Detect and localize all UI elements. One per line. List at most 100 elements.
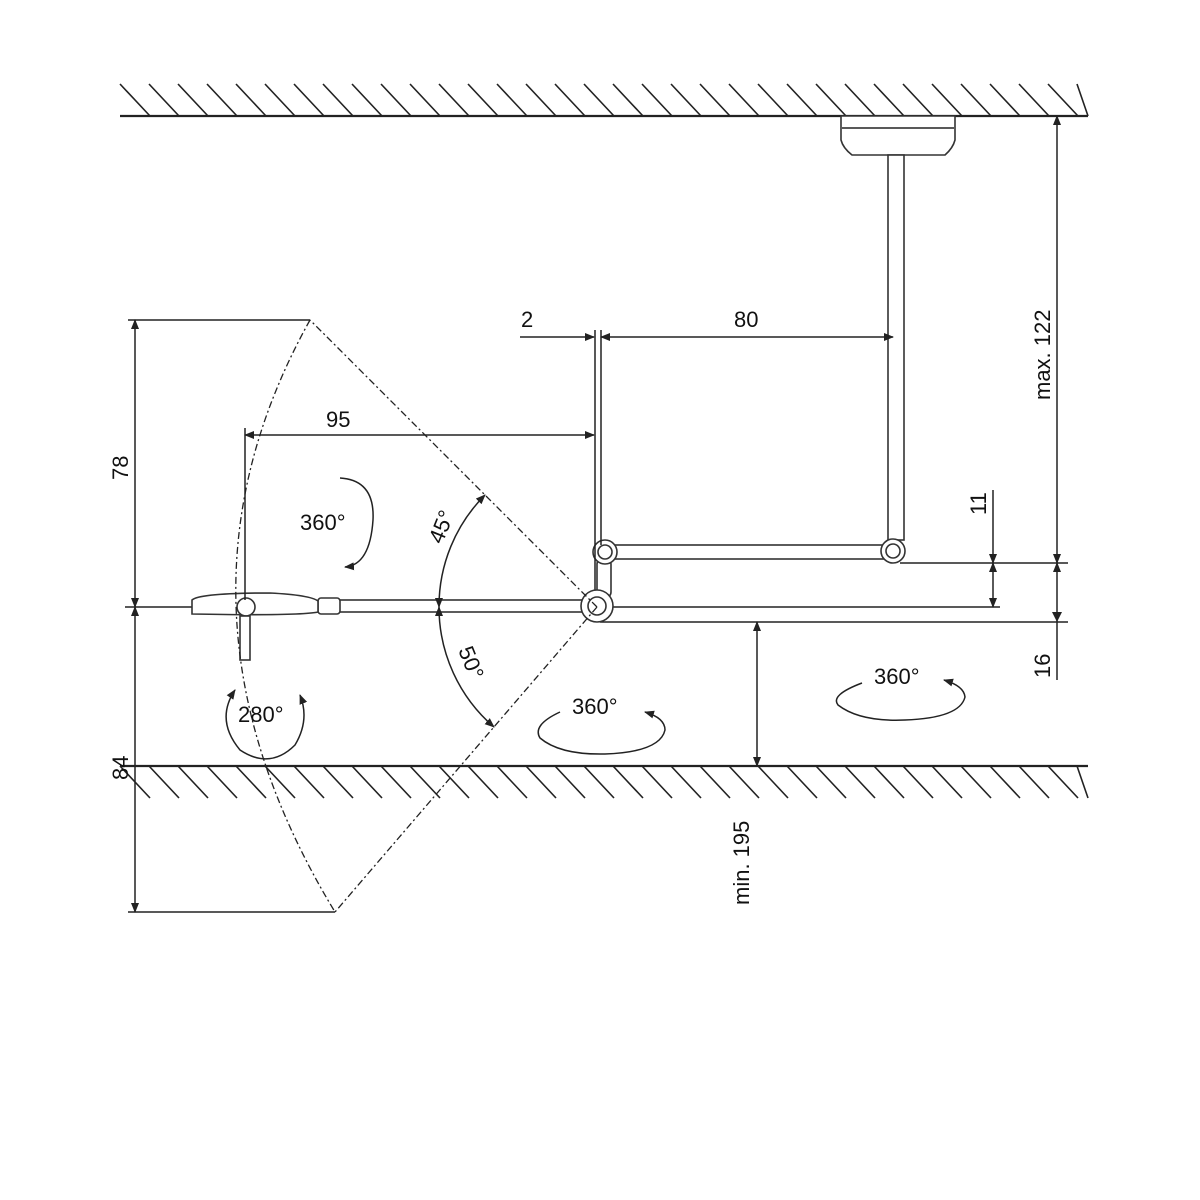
hatch-line xyxy=(931,765,963,799)
dim-84-label: 84 xyxy=(108,756,133,780)
hatch-line xyxy=(467,765,499,799)
lamp-pivot xyxy=(236,597,256,617)
hatch-line xyxy=(815,765,847,799)
hatch-line xyxy=(206,83,238,117)
dim-2-label: 2 xyxy=(521,307,533,332)
hatch-line xyxy=(989,765,1021,799)
dim-16-label: 16 xyxy=(1030,654,1055,678)
hatch-line xyxy=(467,83,499,117)
angle-45-arc xyxy=(434,494,486,608)
swivel-arrow xyxy=(225,689,308,760)
lamp-arm xyxy=(329,599,586,613)
hatch-line xyxy=(728,83,760,117)
arm-collar xyxy=(317,597,341,615)
hatch-line xyxy=(931,83,963,117)
upper-limit-line xyxy=(309,319,598,608)
hatch-line xyxy=(206,765,238,799)
hatch-line xyxy=(902,83,934,117)
dim-195-label: min. 195 xyxy=(729,821,754,905)
head-rotation-label: 360° xyxy=(300,510,346,535)
hatch-line xyxy=(525,83,557,117)
hatch-line xyxy=(583,765,615,799)
hatch-line xyxy=(641,765,673,799)
hatch-line xyxy=(148,83,180,117)
dim-95-label: 95 xyxy=(326,407,350,432)
hatch-line xyxy=(554,765,586,799)
hatch-line xyxy=(351,83,383,117)
hatch-line xyxy=(960,765,992,799)
hatch-line xyxy=(960,83,992,117)
hatch-line xyxy=(902,765,934,799)
hatch-line xyxy=(177,765,209,799)
hatch-line xyxy=(293,765,325,799)
hatch-line xyxy=(757,765,789,799)
hatch-line xyxy=(1076,765,1089,799)
hatch-line xyxy=(148,765,180,799)
dim-11-label: 11 xyxy=(966,492,991,515)
ceiling-hatch xyxy=(119,83,1089,117)
hatch-line xyxy=(322,765,354,799)
angle-50-label: 50° xyxy=(453,643,489,683)
hatch-line xyxy=(496,83,528,117)
hatch-line xyxy=(264,83,296,117)
hatch-line xyxy=(438,83,470,117)
arm-joint-inner xyxy=(597,544,613,560)
hatch-line xyxy=(641,83,673,117)
horizontal-arm xyxy=(611,544,885,560)
hatch-line xyxy=(380,83,412,117)
floor-hatch xyxy=(119,765,1089,799)
hatch-line xyxy=(438,765,470,799)
hatch-line xyxy=(873,83,905,117)
hatch-line xyxy=(264,765,296,799)
hatch-line xyxy=(786,765,818,799)
arm-rotation-arrow xyxy=(537,710,666,755)
hatch-line xyxy=(815,83,847,117)
hatch-line xyxy=(235,83,267,117)
hatch-line xyxy=(322,83,354,117)
dim-80-label: 80 xyxy=(734,307,758,332)
dim-78-label: 78 xyxy=(108,456,133,480)
hatch-line xyxy=(612,765,644,799)
reach-arc xyxy=(235,319,336,913)
ceiling-mount xyxy=(840,115,956,156)
hatch-line xyxy=(873,765,905,799)
vertical-pole xyxy=(887,154,905,541)
pole-rotation-arrow xyxy=(835,678,966,721)
hatch-line xyxy=(119,83,151,117)
hatch-line xyxy=(1018,765,1050,799)
hatch-line xyxy=(554,83,586,117)
hatch-line xyxy=(699,83,731,117)
hatch-line xyxy=(699,765,731,799)
hatch-line xyxy=(757,83,789,117)
hatch-line xyxy=(177,83,209,117)
hatch-line xyxy=(583,83,615,117)
hatch-line xyxy=(1076,83,1089,117)
hatch-line xyxy=(786,83,818,117)
hatch-line xyxy=(989,83,1021,117)
pole-rotation-label: 360° xyxy=(874,664,920,689)
hatch-line xyxy=(670,765,702,799)
head-swivel-label: 280° xyxy=(238,702,284,727)
hatch-line xyxy=(235,765,267,799)
pole-joint-inner xyxy=(885,543,901,559)
hatch-line xyxy=(409,83,441,117)
dim-122-label: max. 122 xyxy=(1030,310,1055,401)
lower-limit-line xyxy=(334,606,598,913)
hatch-line xyxy=(293,83,325,117)
hatch-line xyxy=(612,83,644,117)
hatch-line xyxy=(351,765,383,799)
hatch-line xyxy=(1047,83,1079,117)
hatch-line xyxy=(670,83,702,117)
hatch-line xyxy=(1047,765,1079,799)
angle-50-arc xyxy=(434,606,495,728)
dim-16-arrow xyxy=(1052,612,1062,622)
hatch-line xyxy=(1018,83,1050,117)
hatch-line xyxy=(525,765,557,799)
hatch-line xyxy=(380,765,412,799)
hatch-line xyxy=(728,765,760,799)
lamp-joint-inner xyxy=(587,596,607,616)
hatch-line xyxy=(844,83,876,117)
hatch-line xyxy=(844,765,876,799)
rotation-arrow-head xyxy=(339,477,374,571)
